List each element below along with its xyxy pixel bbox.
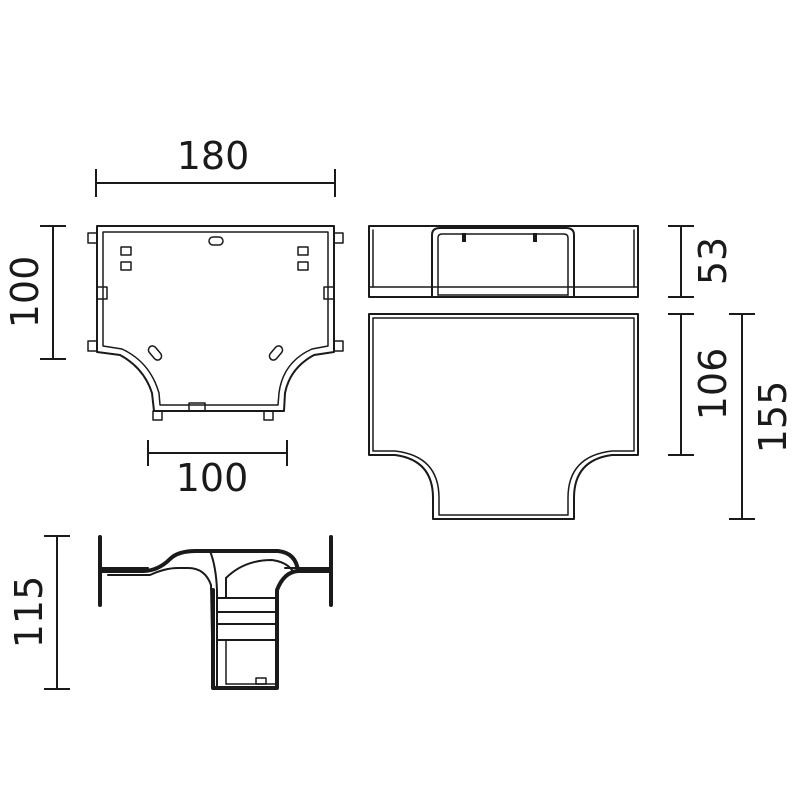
dimension-label: 180 (177, 134, 250, 178)
top-view-slots (120, 236, 309, 361)
top-view (87, 225, 344, 421)
dimension-label: 106 (691, 348, 735, 421)
top-view-outline (96, 225, 335, 412)
dimension-label: 100 (176, 456, 249, 500)
dimension-front-height: 53 (668, 225, 735, 298)
dimension-section-height: 115 (7, 535, 70, 690)
top-view-inner-outline (102, 231, 329, 406)
dimension-side-inner-height: 106 (668, 313, 735, 456)
dimension-label: 53 (691, 237, 735, 285)
top-view-tabs (87, 232, 344, 421)
dimension-side-total-height: 155 (729, 313, 795, 520)
dimension-label: 115 (7, 576, 51, 649)
dimension-top-height: 100 (3, 225, 66, 360)
section-view (98, 535, 333, 690)
dimension-top-width: 180 (95, 134, 336, 197)
dimension-label: 155 (751, 381, 795, 454)
dimension-label: 100 (3, 256, 47, 329)
front-view (368, 225, 639, 298)
side-view (368, 313, 639, 520)
dimension-bottom-width: 100 (147, 440, 288, 500)
